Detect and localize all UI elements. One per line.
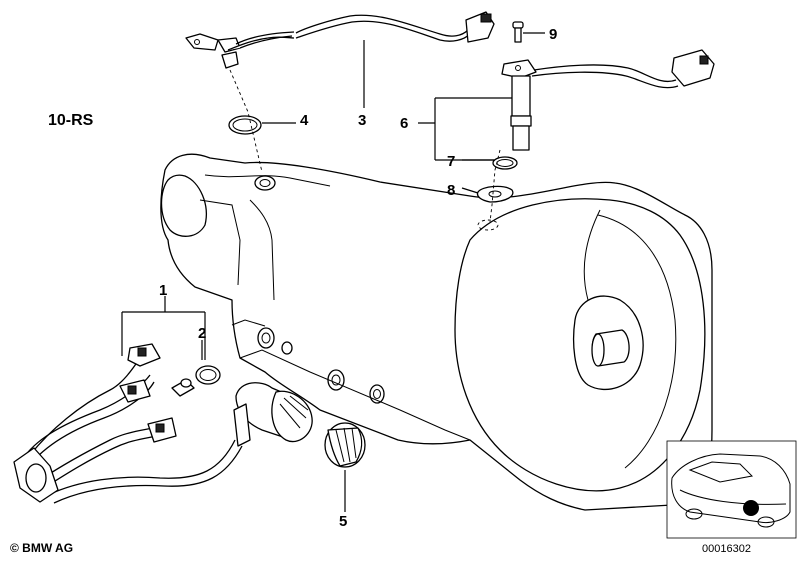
part-2-o-ring — [171, 365, 221, 397]
part-1-wiring-harness — [13, 343, 313, 504]
label-part-9: 9 — [549, 26, 557, 43]
label-part-3: 3 — [358, 112, 366, 129]
part-4-o-ring — [228, 115, 262, 135]
part-7-o-ring — [492, 156, 518, 170]
image-number: 00016302 — [702, 543, 751, 555]
part-5-cap — [324, 422, 366, 468]
label-part-8: 8 — [447, 182, 455, 199]
label-part-1: 1 — [159, 282, 167, 299]
install-line-part-6 — [489, 149, 501, 223]
part-8-gasket — [476, 185, 514, 203]
label-part-6: 6 — [400, 115, 408, 132]
label-part-7: 7 — [447, 153, 455, 170]
leader-lines — [121, 32, 545, 512]
part-6-sensor-cable — [501, 49, 715, 151]
install-line-part-3 — [229, 69, 263, 173]
copyright-text: © BMW AG — [10, 541, 74, 555]
part-9-screw — [512, 21, 524, 43]
location-marker-icon — [743, 500, 759, 516]
label-part-4: 4 — [300, 112, 309, 129]
label-part-5: 5 — [339, 513, 347, 530]
label-part-2: 2 — [198, 325, 206, 342]
model-label: 10-RS — [48, 112, 94, 129]
part-3-speed-sensor-cable — [185, 11, 495, 69]
transmission-housing — [160, 153, 713, 511]
vehicle-location-thumbnail — [666, 440, 797, 539]
